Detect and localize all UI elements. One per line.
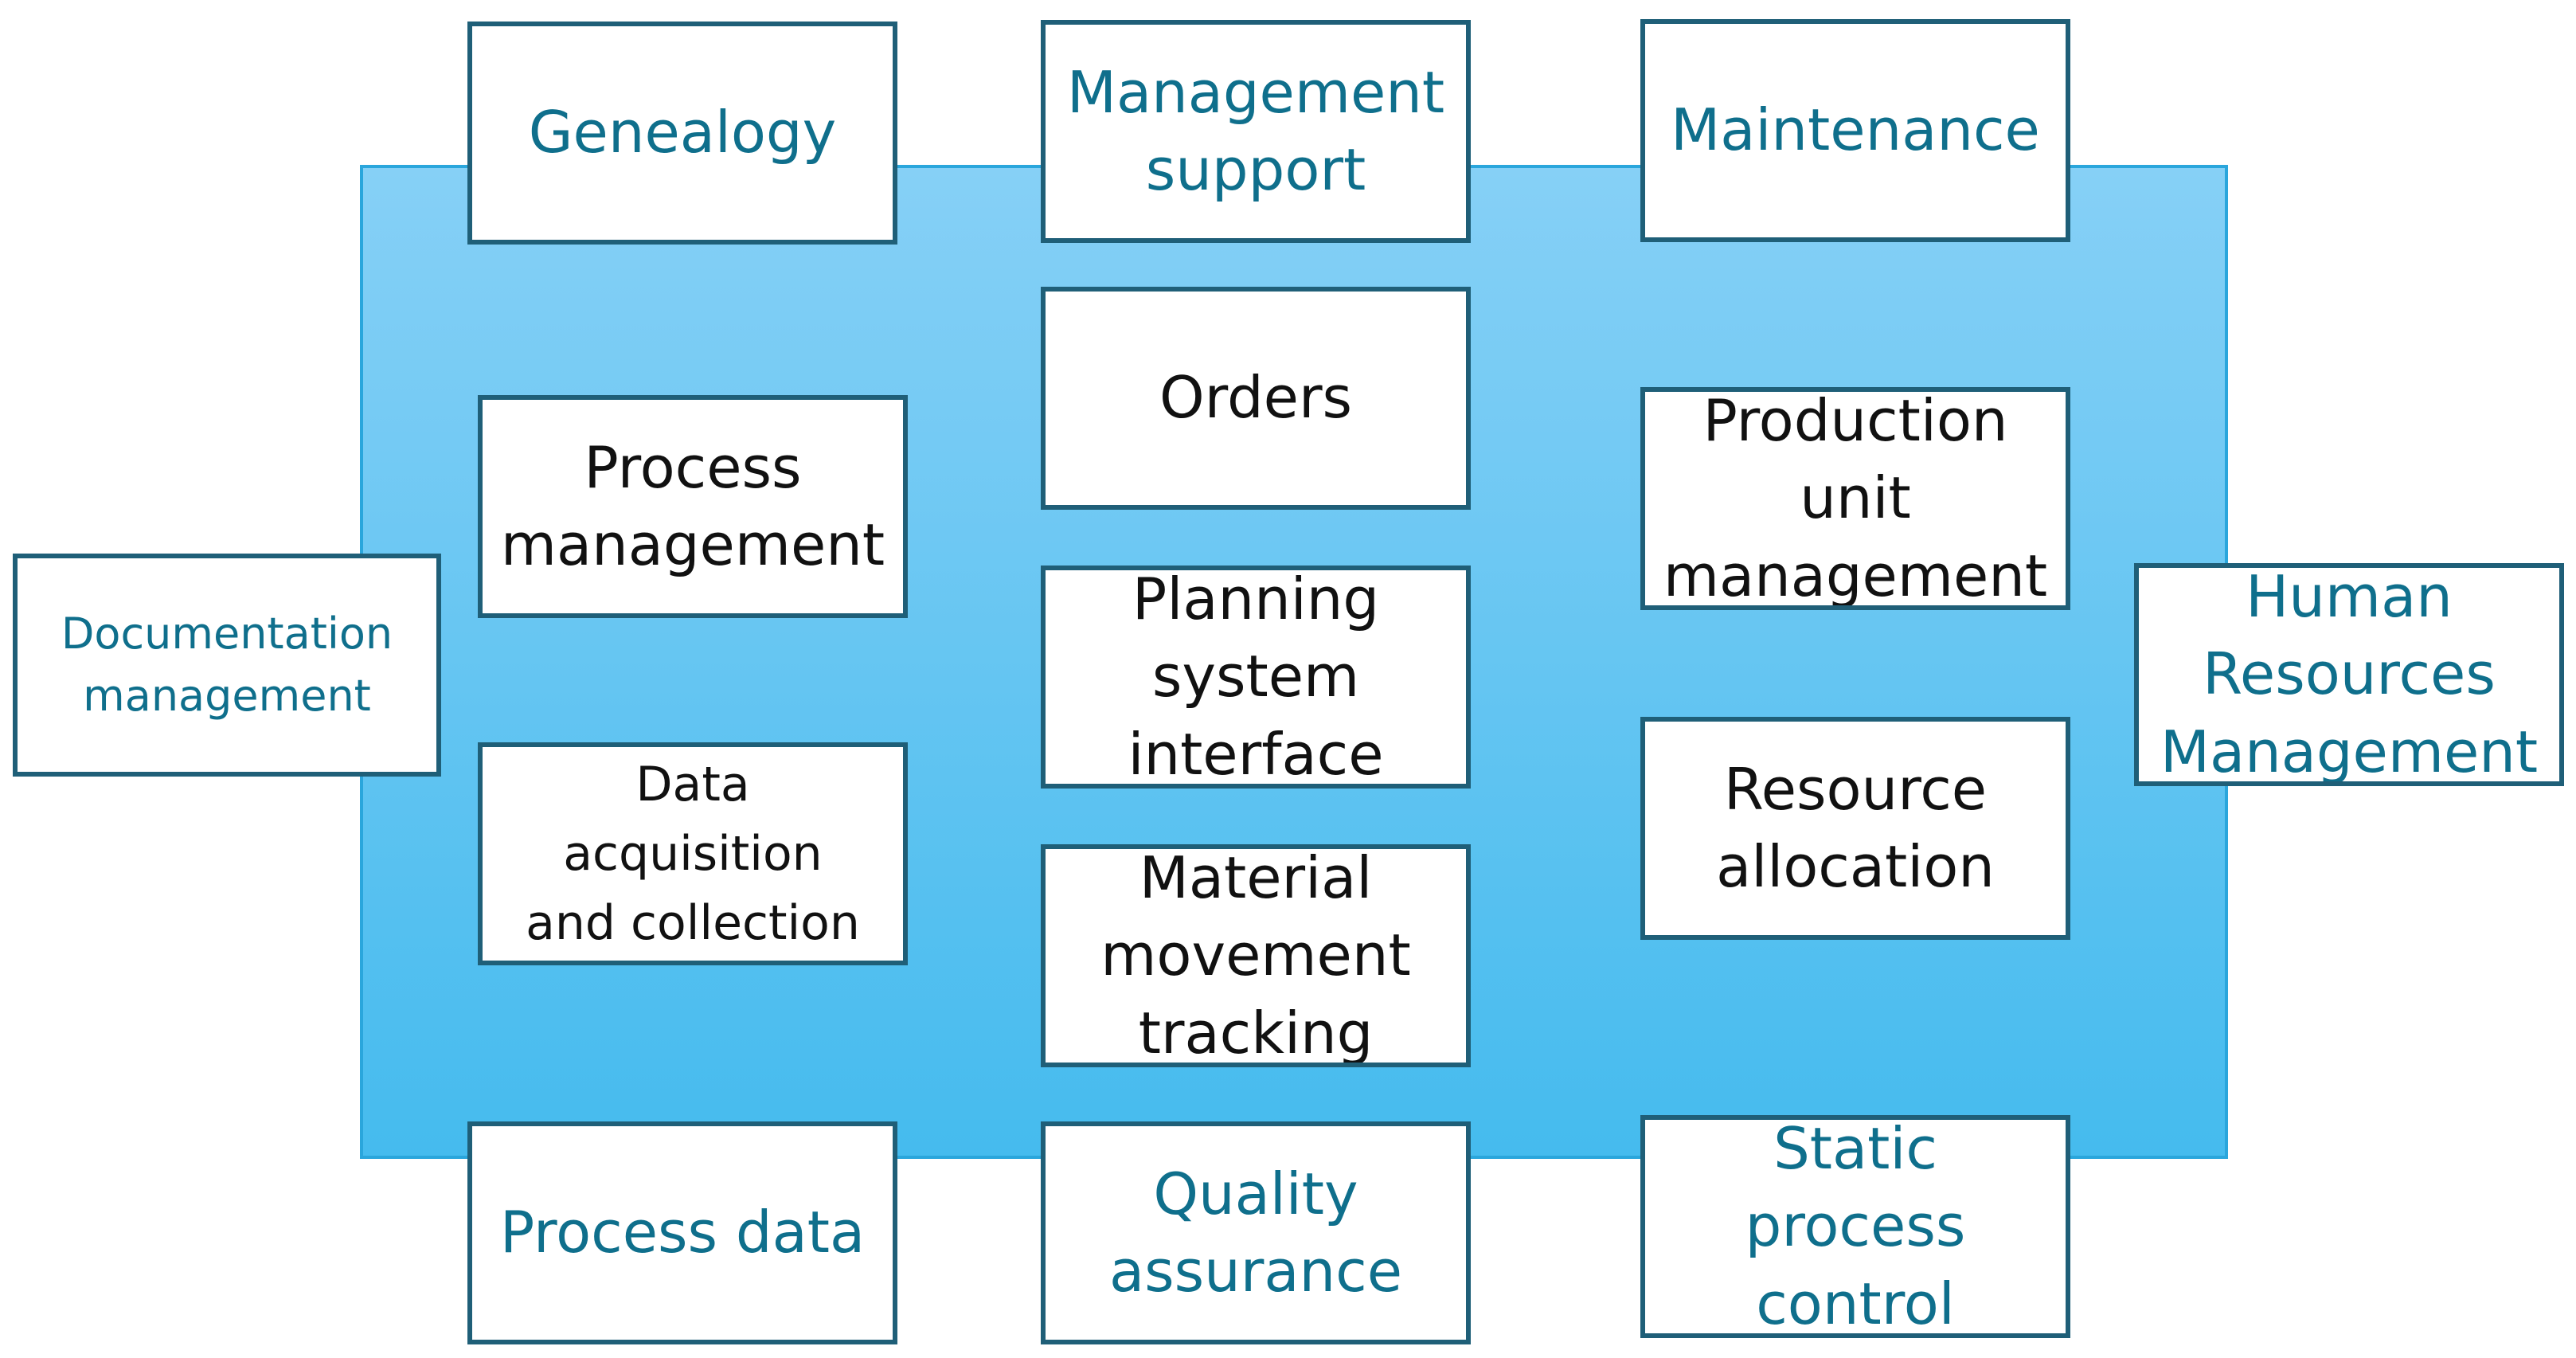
human-resources-management-box: Human Resources Management	[2134, 563, 2564, 786]
management-support-box: Management support	[1041, 20, 1471, 243]
data-acquisition-box: Data acquisition and collection	[478, 742, 908, 965]
documentation-management-box: Documentation management	[13, 554, 441, 777]
planning-system-interface-box: Planning system interface	[1041, 566, 1471, 789]
resource-allocation-box: Resource allocation	[1640, 717, 2070, 940]
genealogy-box: Genealogy	[467, 22, 897, 245]
orders-box: Orders	[1041, 287, 1471, 510]
maintenance-box: Maintenance	[1640, 19, 2070, 242]
quality-assurance-box: Quality assurance	[1041, 1121, 1471, 1344]
production-unit-management-box: Production unit management	[1640, 387, 2070, 610]
material-movement-tracking-box: Material movement tracking	[1041, 844, 1471, 1067]
process-data-box: Process data	[467, 1121, 897, 1344]
process-management-box: Process management	[478, 395, 908, 618]
static-process-control-box: Static process control	[1640, 1115, 2070, 1338]
